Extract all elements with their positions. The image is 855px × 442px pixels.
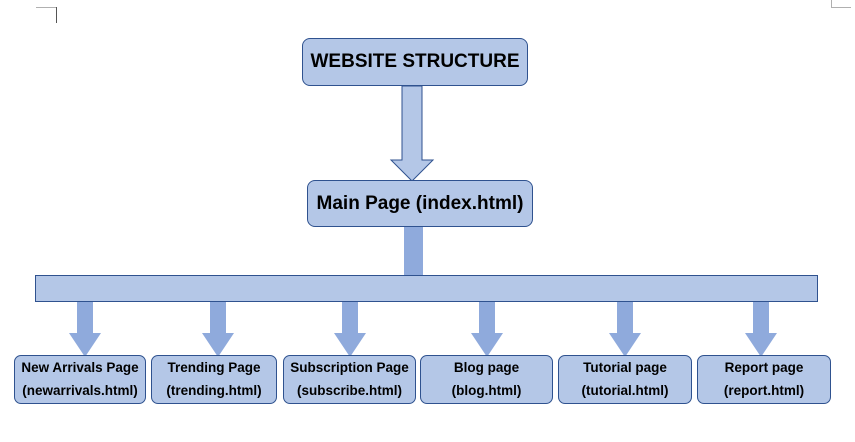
child-arrow-5 — [609, 302, 641, 357]
title-box: WEBSITE STRUCTURE — [302, 38, 528, 86]
page-box-new-arrivals: New Arrivals Page (newarrivals.html) — [14, 355, 146, 404]
child-arrow-1 — [69, 302, 101, 357]
page-name: Trending Page — [167, 360, 261, 375]
page-name: Subscription Page — [290, 360, 409, 375]
margin-mark-top-right-h — [831, 7, 851, 8]
page-box-tutorial: Tutorial page (tutorial.html) — [558, 355, 692, 404]
page-file: (trending.html) — [166, 383, 262, 398]
page-file: (tutorial.html) — [581, 383, 669, 398]
page-file: (subscribe.html) — [296, 383, 402, 398]
main-to-bar-connector — [404, 227, 423, 275]
page-name: Tutorial page — [583, 360, 667, 375]
child-arrow-3 — [334, 302, 366, 357]
main-page-box: Main Page (index.html) — [307, 180, 533, 227]
margin-mark-top-right-v — [831, 0, 832, 7]
page-name: New Arrivals Page — [21, 360, 139, 375]
page-name: Report page — [724, 360, 804, 375]
page-box-trending: Trending Page (trending.html) — [151, 355, 277, 404]
page-box-report: Report page (report.html) — [697, 355, 831, 404]
horizontal-bar — [35, 275, 818, 302]
page-file: (report.html) — [723, 383, 805, 398]
margin-mark-top-left-h — [36, 7, 56, 8]
page-box-blog: Blog page (blog.html) — [420, 355, 553, 404]
page-box-subscription: Subscription Page (subscribe.html) — [283, 355, 416, 404]
page-file: (newarrivals.html) — [22, 383, 138, 398]
child-arrow-2 — [202, 302, 234, 357]
page-name: Blog page — [453, 360, 520, 375]
child-arrow-4 — [471, 302, 503, 357]
title-text: WEBSITE STRUCTURE — [310, 51, 520, 72]
main-page-text: Main Page (index.html) — [316, 192, 524, 214]
margin-mark-top-left-v — [56, 7, 57, 23]
child-arrow-6 — [745, 302, 777, 357]
page-file: (blog.html) — [451, 383, 522, 398]
